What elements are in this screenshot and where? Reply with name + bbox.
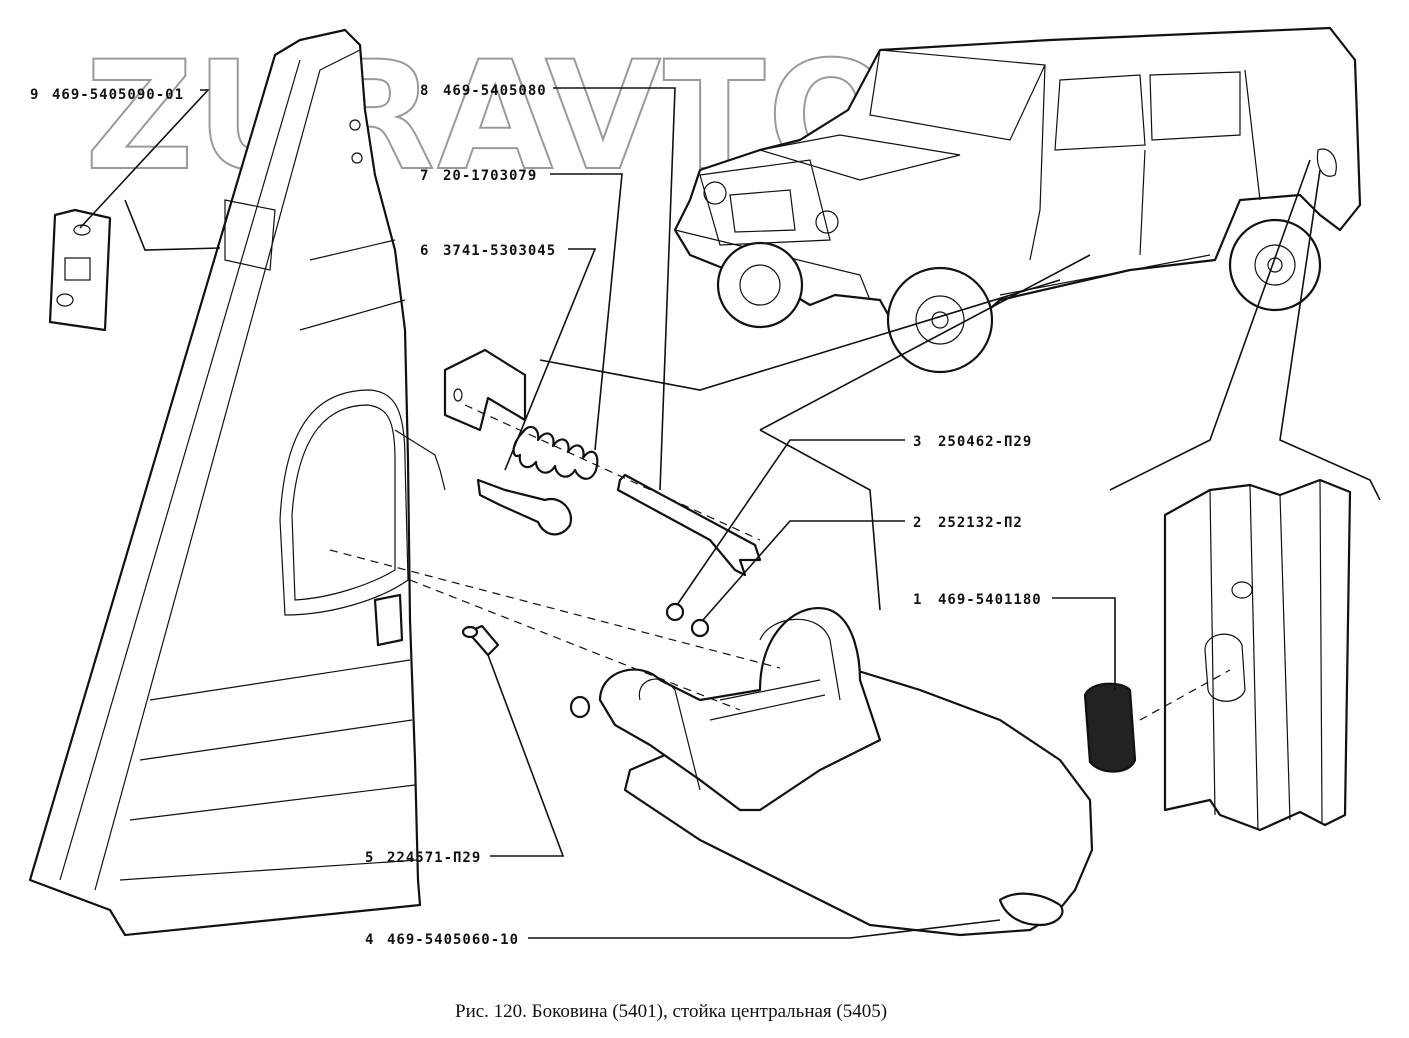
svg-text:469-5405080: 469-5405080: [443, 83, 547, 99]
part-5-bolt: [461, 624, 500, 657]
svg-text:5: 5: [365, 850, 374, 866]
vehicle-illustration: [673, 26, 1362, 374]
svg-text:469-5401180: 469-5401180: [938, 592, 1042, 608]
part-9-bracket: [48, 208, 112, 332]
svg-text:469-5405060-10: 469-5405060-10: [387, 932, 519, 948]
svg-text:224571-П29: 224571-П29: [387, 850, 481, 866]
side-panel-illustration: [28, 28, 422, 937]
svg-text:9: 9: [30, 87, 39, 103]
callout-9: 9 469-5405090-01: [30, 87, 221, 251]
svg-text:252132-П2: 252132-П2: [938, 515, 1023, 531]
figure-caption: Рис. 120. Боковина (5401), стойка центра…: [455, 1001, 887, 1022]
svg-text:4: 4: [365, 932, 374, 948]
callout-2: 2 252132-П2: [702, 515, 1023, 621]
vehicle-leader-lines: [539, 159, 1381, 611]
svg-text:250462-П29: 250462-П29: [938, 434, 1032, 450]
callout-4: 4 469-5405060-10: [365, 919, 1001, 948]
svg-text:1: 1: [913, 592, 922, 608]
part-8-rod: [476, 473, 762, 577]
callout-8: 8 469-5405080: [420, 83, 676, 491]
part-4-cover: [569, 607, 1094, 937]
svg-text:3741-5303045: 3741-5303045: [443, 243, 556, 259]
svg-text:6: 6: [420, 243, 429, 259]
part-6-bracket: [443, 348, 527, 432]
assembly-lines: [329, 404, 1231, 721]
svg-text:3: 3: [913, 434, 922, 450]
callout-1: 1 469-5401180: [913, 592, 1116, 690]
svg-text:8: 8: [420, 83, 429, 99]
part-1-pillar: [1163, 478, 1352, 832]
nuts-2-3: [665, 602, 710, 638]
svg-text:7: 7: [420, 168, 429, 184]
part-1-plug: [1083, 682, 1137, 773]
svg-text:2: 2: [913, 515, 922, 531]
svg-text:469-5405090-01: 469-5405090-01: [52, 87, 184, 103]
svg-text:20-1703079: 20-1703079: [443, 168, 537, 184]
callout-6: 6 3741-5303045: [420, 243, 597, 471]
callout-5: 5 224571-П29: [365, 654, 565, 866]
part-7-spring: [512, 425, 599, 480]
callout-3: 3 250462-П29: [676, 434, 1032, 606]
callout-7: 7 20-1703079: [420, 168, 623, 451]
